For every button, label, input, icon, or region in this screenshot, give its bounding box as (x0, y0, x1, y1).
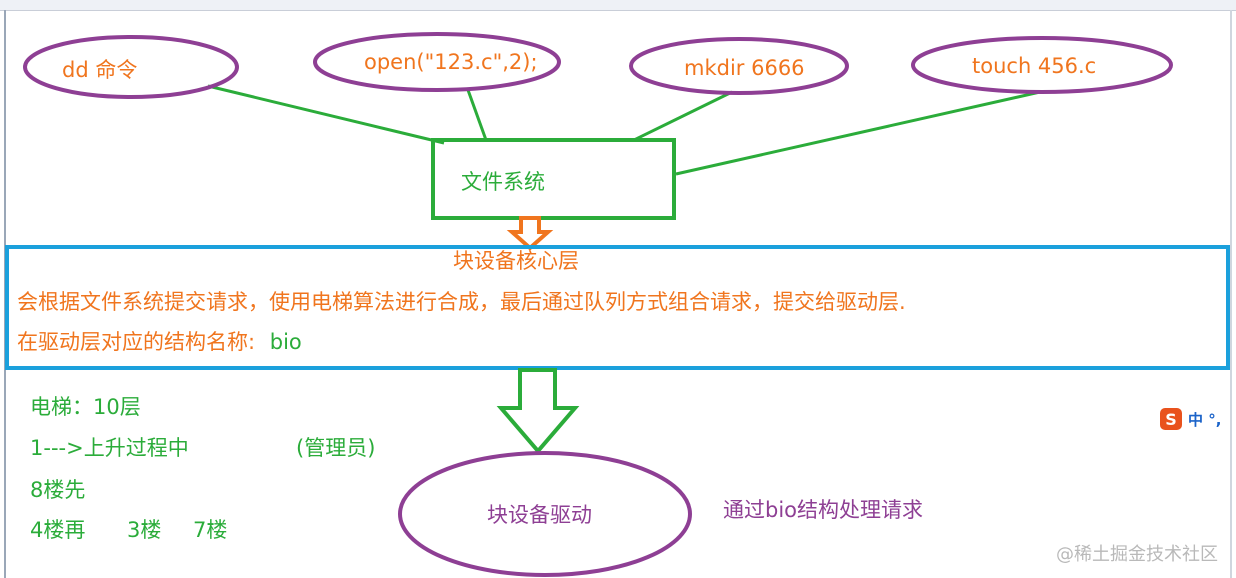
right-window-border (1230, 10, 1232, 578)
elevator-note-ascending: 1--->上升过程中 (30, 436, 189, 460)
connector-mkdir-to-fs (633, 90, 733, 142)
block-driver-ellipse (398, 451, 692, 577)
connector-touch-to-fs (675, 90, 1041, 176)
filesystem-label: 文件系统 (461, 170, 545, 194)
dd-command-label: dd 命令 (62, 58, 138, 82)
elevator-note-floors: 电梯：10层 (30, 395, 141, 419)
mkdir-command-label: mkdir 6666 (684, 56, 805, 80)
block-core-title: 块设备核心层 (453, 249, 579, 273)
open-call-label: open("123.c",2); (364, 50, 538, 74)
block-driver-label: 块设备驱动 (487, 503, 592, 527)
green-down-arrow (496, 368, 580, 455)
touch-command-ellipse (911, 36, 1173, 94)
elevator-note-admin: (管理员) (296, 436, 376, 460)
block-core-description: 会根据文件系统提交请求，使用电梯算法进行合成，最后通过队列方式组合请求，提交给驱… (17, 290, 906, 314)
connector-open-to-fs (466, 89, 488, 141)
touch-command-label: touch 456.c (972, 54, 1097, 78)
dd-command-ellipse (23, 35, 239, 99)
struct-name-bio: bio (269, 330, 302, 354)
orange-down-arrow (506, 216, 554, 251)
elevator-note-floor3: 3楼 (127, 518, 162, 542)
watermark: @稀土掘金技术社区 (1056, 544, 1218, 565)
block-core-box (5, 245, 1230, 370)
top-toolbar-strip (0, 0, 1236, 11)
sogou-ime-icon[interactable]: S (1160, 408, 1182, 430)
ime-mode-text[interactable]: 中 °, (1188, 410, 1222, 429)
filesystem-box (431, 138, 676, 220)
connector-dd-to-fs (207, 84, 445, 145)
mkdir-command-ellipse (629, 37, 849, 95)
struct-label-prefix: 在驱动层对应的结构名称: (17, 330, 256, 354)
block-core-struct-label: 在驱动层对应的结构名称: bio (17, 332, 302, 353)
elevator-note-floor8: 8楼先 (30, 478, 86, 502)
block-driver-note: 通过bio结构处理请求 (723, 498, 924, 522)
elevator-note-floor7: 7楼 (193, 518, 228, 542)
ime-status-indicator[interactable]: S 中 °, (1160, 406, 1230, 432)
elevator-note-floor4: 4楼再 (30, 518, 86, 542)
open-call-ellipse (313, 32, 561, 92)
